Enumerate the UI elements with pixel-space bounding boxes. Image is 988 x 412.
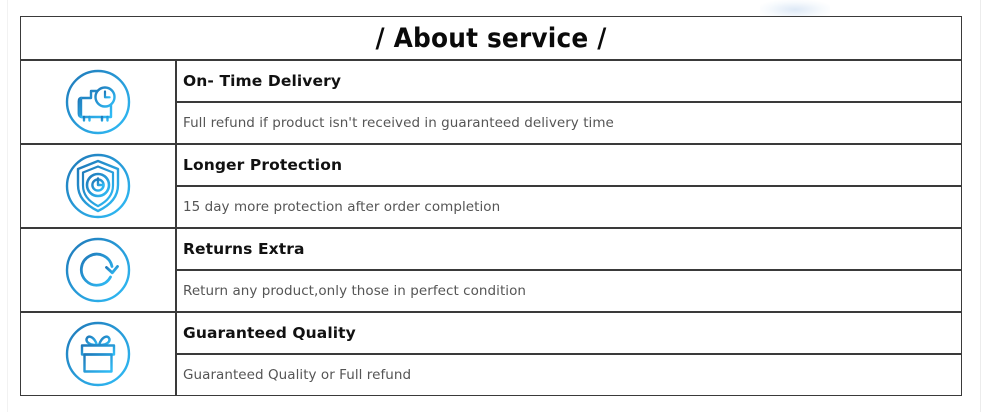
- text-column-delivery: On- Time Delivery Full refund if product…: [176, 60, 962, 144]
- row-title: Guaranteed Quality: [176, 312, 962, 354]
- shield-clock-icon: [21, 147, 175, 225]
- table-row: Longer Protection 15 day more protection…: [20, 144, 962, 228]
- table-title-row: / About service /: [20, 16, 962, 60]
- row-title: Longer Protection: [176, 144, 962, 186]
- row-description: 15 day more protection after order compl…: [176, 186, 962, 228]
- page-title: / About service /: [375, 22, 607, 54]
- page-title-cell: / About service /: [20, 16, 962, 60]
- table-row: Returns Extra Return any product,only th…: [20, 228, 962, 312]
- right-page-rule: [980, 0, 981, 412]
- text-column-protection: Longer Protection 15 day more protection…: [176, 144, 962, 228]
- row-title: Returns Extra: [176, 228, 962, 270]
- left-page-rule: [7, 0, 8, 412]
- icon-cell-delivery: [20, 60, 176, 144]
- delivery-truck-clock-icon: [21, 63, 175, 141]
- gift-box-icon: [21, 315, 175, 393]
- table-row: Guaranteed Quality Guaranteed Quality or…: [20, 312, 962, 396]
- row-description: Guaranteed Quality or Full refund: [176, 354, 962, 396]
- icon-cell-protection: [20, 144, 176, 228]
- icon-cell-returns: [20, 228, 176, 312]
- row-description: Full refund if product isn't received in…: [176, 102, 962, 144]
- icon-cell-quality: [20, 312, 176, 396]
- table-row: On- Time Delivery Full refund if product…: [20, 60, 962, 144]
- text-column-returns: Returns Extra Return any product,only th…: [176, 228, 962, 312]
- row-title: On- Time Delivery: [176, 60, 962, 102]
- about-service-table: / About service /: [20, 16, 962, 396]
- refresh-return-arrow-icon: [21, 231, 175, 309]
- background-smudge-artifact: [760, 0, 830, 16]
- row-description: Return any product,only those in perfect…: [176, 270, 962, 312]
- text-column-quality: Guaranteed Quality Guaranteed Quality or…: [176, 312, 962, 396]
